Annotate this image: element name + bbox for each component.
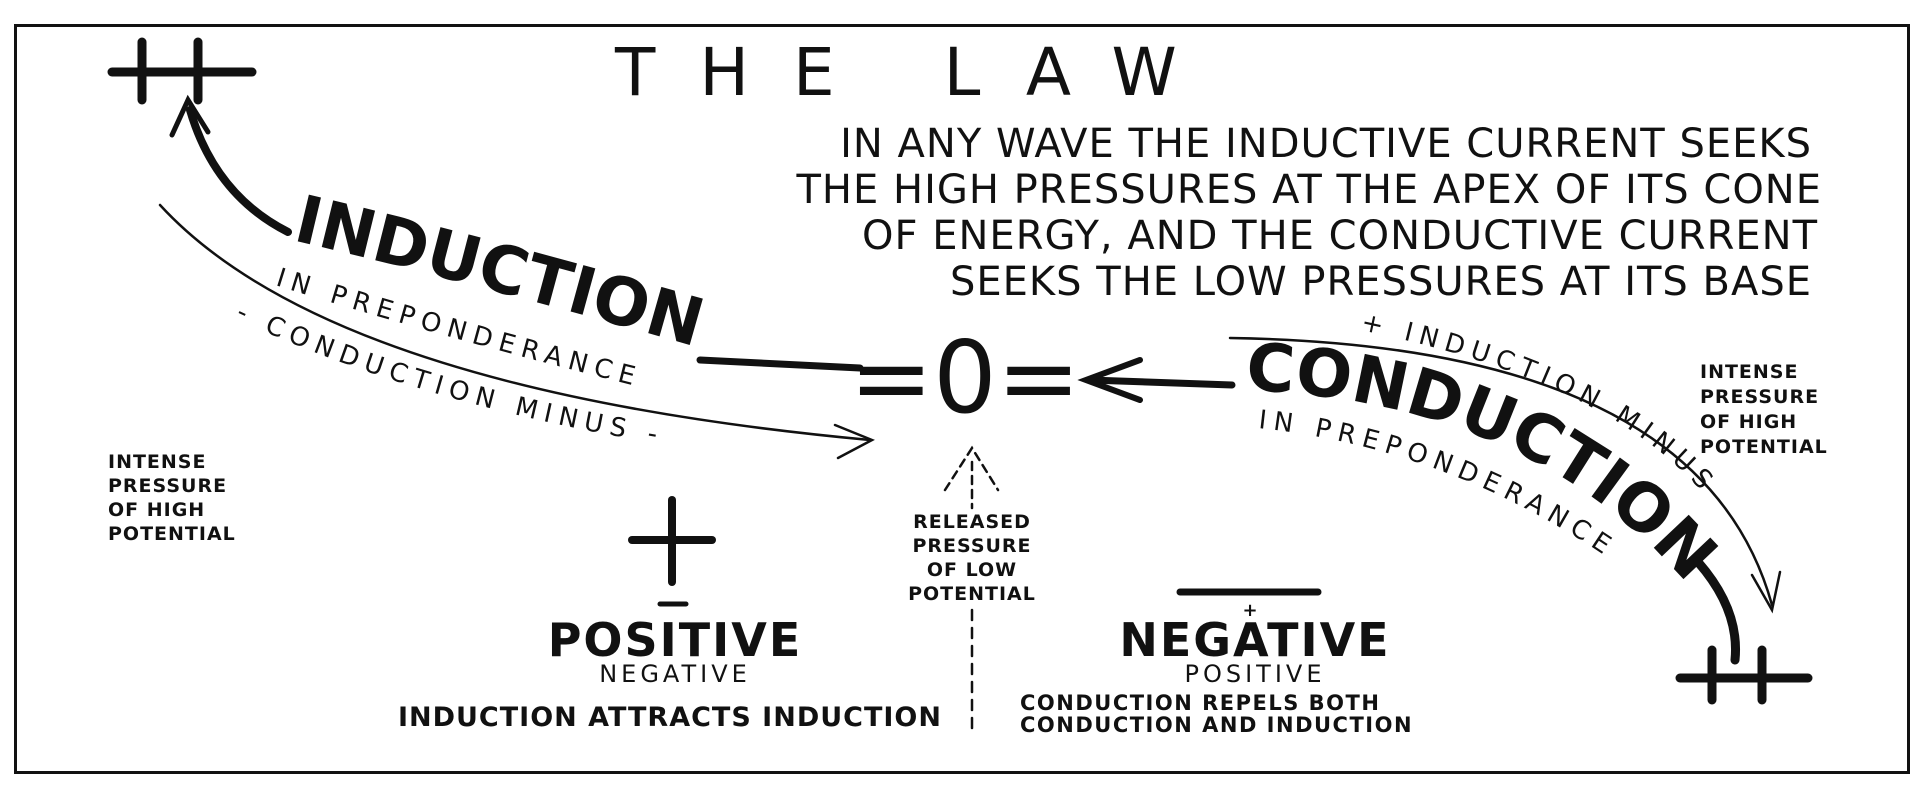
svg-text:OF HIGH: OF HIGH <box>108 499 205 521</box>
svg-text:INTENSE: INTENSE <box>1700 361 1798 383</box>
conduction-connector-arrow <box>1077 357 1236 403</box>
law-line-2: THE HIGH PRESSURES AT THE APEX OF ITS CO… <box>795 167 1822 213</box>
title: THE LAW <box>614 34 1221 111</box>
center-pressure-note: RELEASED PRESSURE OF LOW POTENTIAL <box>908 511 1036 605</box>
left-induction-arrow <box>169 94 292 236</box>
svg-text:OF LOW: OF LOW <box>927 559 1017 581</box>
left-conduction-arrow <box>158 203 875 460</box>
induction-connector-line <box>696 356 864 372</box>
svg-text:RELEASED: RELEASED <box>913 511 1031 533</box>
center-dashed-arrow <box>943 445 1000 730</box>
right-conduction-arrow <box>1693 557 1741 665</box>
law-line-4: SEEKS THE LOW PRESSURES AT ITS BASE <box>950 259 1812 305</box>
law-line-3: OF ENERGY, AND THE CONDUCTIVE CURRENT <box>862 213 1818 259</box>
negative-positive-sublabel: POSITIVE <box>1185 660 1326 688</box>
svg-text:PRESSURE: PRESSURE <box>912 535 1031 557</box>
svg-text:OF HIGH: OF HIGH <box>1700 411 1797 433</box>
positive-plus-symbol <box>628 496 716 607</box>
negative-plus-small: + <box>1242 600 1257 621</box>
negative-caption-line-2: CONDUCTION AND INDUCTION <box>1020 713 1413 737</box>
svg-text:POTENTIAL: POTENTIAL <box>108 523 236 545</box>
negative-caption-line-1: CONDUCTION REPELS BOTH <box>1020 691 1380 715</box>
right-double-plus-symbol <box>1675 645 1813 705</box>
left-double-plus-symbol <box>107 37 257 105</box>
center-zero-symbol: =0= <box>849 319 1080 436</box>
positive-caption: INDUCTION ATTRACTS INDUCTION <box>398 702 942 733</box>
right-induction-arrow <box>1228 336 1782 614</box>
negative-label: NEGATIVE <box>1119 613 1390 667</box>
left-pressure-note: INTENSE PRESSURE OF HIGH POTENTIAL <box>108 451 236 545</box>
svg-text:INTENSE: INTENSE <box>108 451 206 473</box>
svg-text:PRESSURE: PRESSURE <box>1700 386 1819 408</box>
right-pressure-note: INTENSE PRESSURE OF HIGH POTENTIAL <box>1700 361 1828 458</box>
svg-text:POTENTIAL: POTENTIAL <box>1700 436 1828 458</box>
law-line-1: IN ANY WAVE THE INDUCTIVE CURRENT SEEKS <box>840 121 1812 167</box>
positive-negative-sublabel: NEGATIVE <box>599 660 751 688</box>
positive-label: POSITIVE <box>548 613 803 667</box>
svg-text:POTENTIAL: POTENTIAL <box>908 583 1036 605</box>
svg-text:PRESSURE: PRESSURE <box>108 475 227 497</box>
diagram-frame <box>14 24 1910 774</box>
